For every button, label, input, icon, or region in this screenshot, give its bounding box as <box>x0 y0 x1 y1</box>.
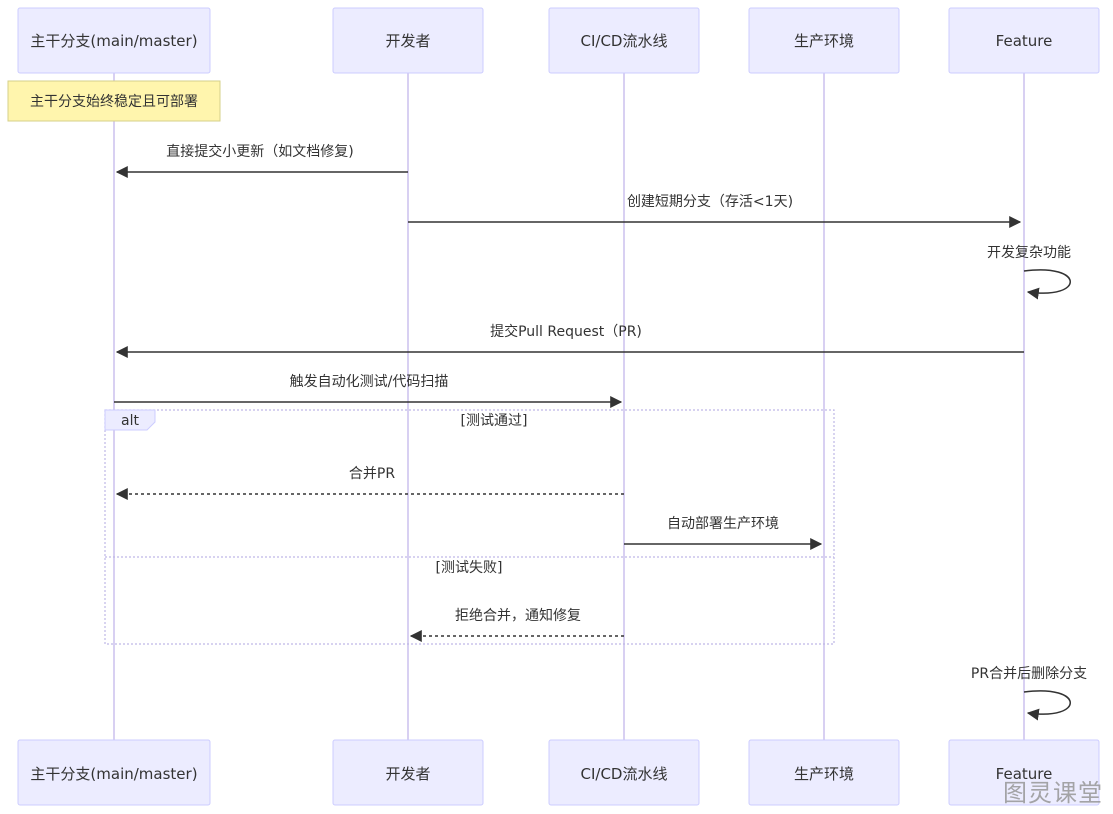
message-label: 合并PR <box>349 466 395 482</box>
actor-ci-top: CI/CD流水线 <box>548 7 700 74</box>
actor-ci-bottom: CI/CD流水线 <box>548 739 700 806</box>
actor-dev-top: 开发者 <box>332 7 484 74</box>
message-self-arrow <box>1023 690 1071 721</box>
alt-frame: alt [测试通过] [测试失败] <box>104 409 835 645</box>
actors-bottom: 主干分支(main/master) 开发者 CI/CD流水线 生产环境 Feat… <box>17 739 1100 806</box>
actor-dev-bottom: 开发者 <box>332 739 484 806</box>
actor-label: 生产环境 <box>794 765 854 783</box>
actor-label: 生产环境 <box>794 32 854 50</box>
watermark-text: 图灵课堂 <box>1003 779 1103 807</box>
alt-label: alt <box>121 413 139 429</box>
actor-label: 开发者 <box>385 32 430 50</box>
message-label: 直接提交小更新（如文档修复) <box>166 143 353 160</box>
message-label: PR合并后删除分支 <box>971 666 1087 682</box>
alt-condition-pass: [测试通过] <box>461 413 528 429</box>
actor-prod-bottom: 生产环境 <box>748 739 900 806</box>
alt-frame-border <box>104 409 835 645</box>
alt-condition-fail: [测试失败] <box>436 560 503 576</box>
message-label: 自动部署生产环境 <box>667 516 779 532</box>
message-label: 创建短期分支（存活<1天) <box>627 194 793 210</box>
actor-feat-top: Feature <box>948 7 1100 74</box>
note-text: 主干分支始终稳定且可部署 <box>30 94 198 110</box>
actor-label: Feature <box>996 32 1053 50</box>
note-main: 主干分支始终稳定且可部署 <box>7 80 221 122</box>
message-label: 触发自动化测试/代码扫描 <box>290 374 449 390</box>
alt-label-box <box>104 409 156 431</box>
actors-top: 主干分支(main/master) 开发者 CI/CD流水线 生产环境 Feat… <box>17 7 1100 74</box>
message-label: 提交Pull Request（PR) <box>490 323 642 340</box>
lifelines <box>113 73 1025 740</box>
actor-feat-bottom: Feature <box>948 739 1100 806</box>
actor-prod-top: 生产环境 <box>748 7 900 74</box>
actor-main-bottom: 主干分支(main/master) <box>17 739 211 806</box>
actor-label: Feature <box>996 765 1053 783</box>
message-self-arrow <box>1023 269 1071 300</box>
message-label: 开发复杂功能 <box>987 244 1071 261</box>
actor-label: 主干分支(main/master) <box>30 765 197 783</box>
actor-label: CI/CD流水线 <box>581 765 668 783</box>
actor-label: 主干分支(main/master) <box>30 32 197 50</box>
messages: 直接提交小更新（如文档修复) 创建短期分支（存活<1天) 开发复杂功能 提交Pu… <box>114 143 1087 721</box>
actor-label: 开发者 <box>385 765 430 783</box>
actor-label: CI/CD流水线 <box>581 32 668 50</box>
message-label: 拒绝合并，通知修复 <box>455 607 581 624</box>
actor-main-top: 主干分支(main/master) <box>17 7 211 74</box>
